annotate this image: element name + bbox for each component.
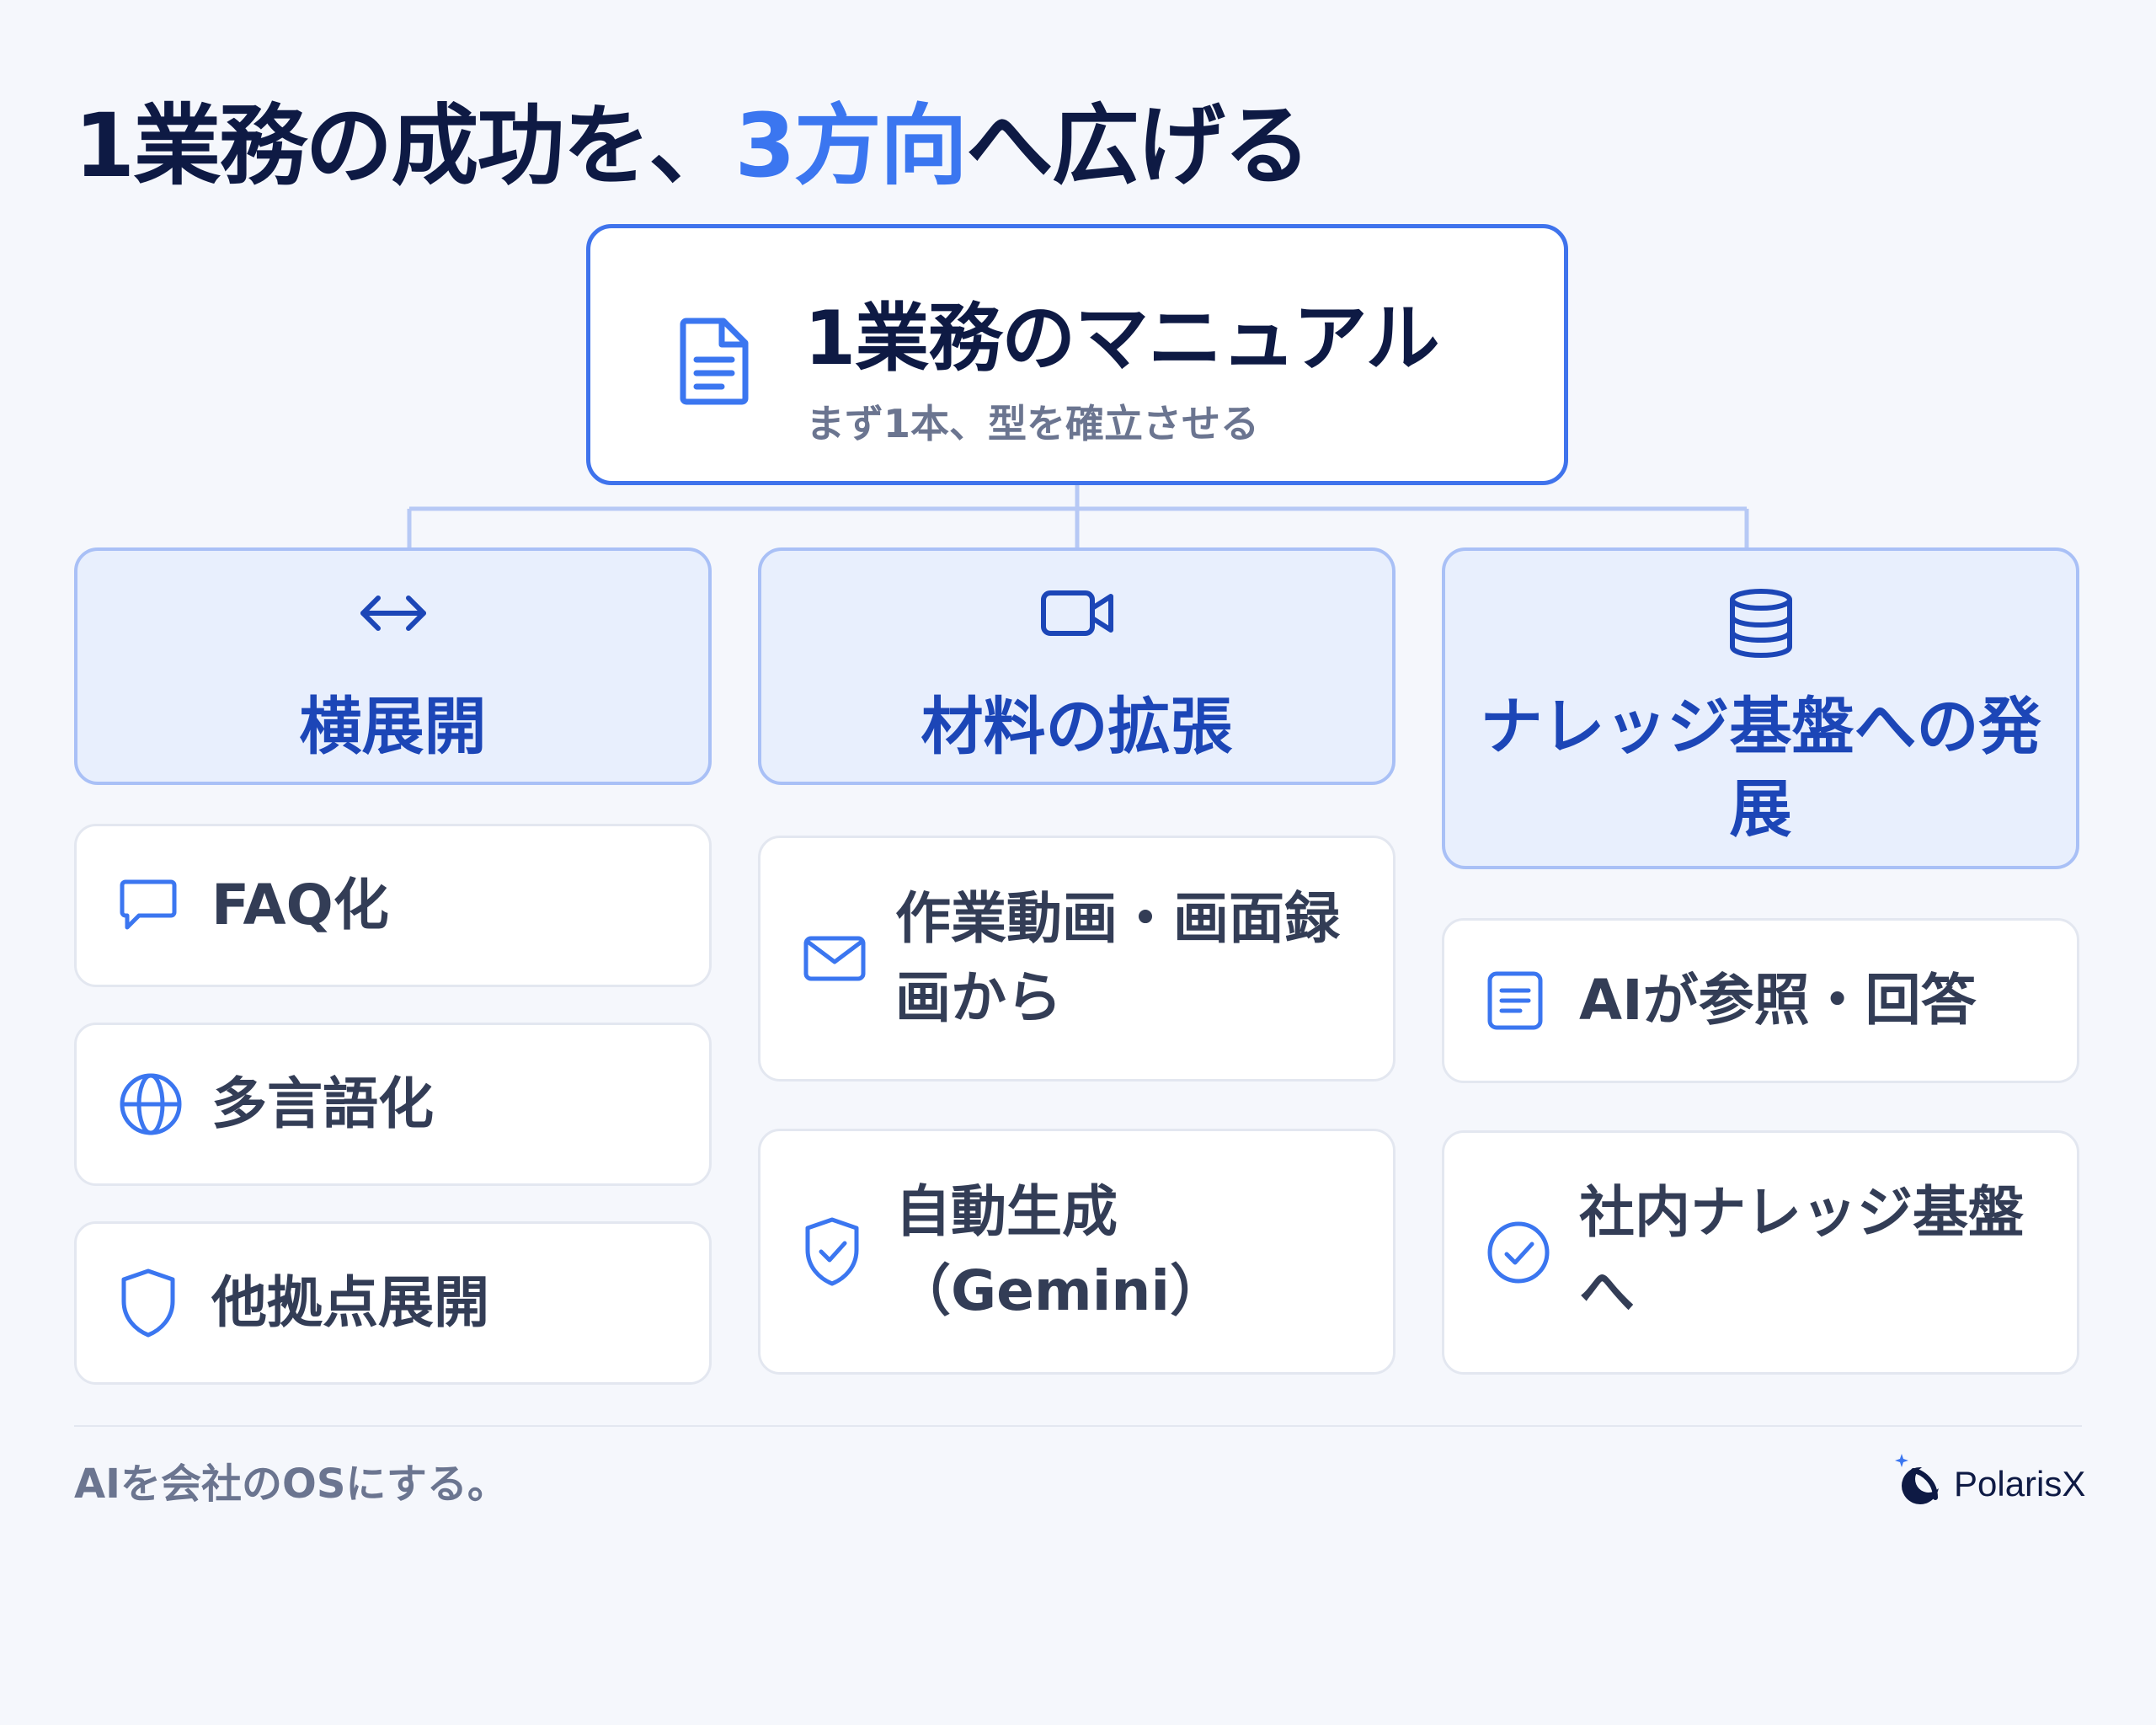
list-item-label: FAQ化 xyxy=(211,873,389,937)
column-title: 横展開 xyxy=(299,691,487,763)
mail-icon xyxy=(803,936,866,981)
list-item: 作業動画・画面録画から xyxy=(758,836,1396,1081)
list-item-label: 社内ナレッジ基盤へ xyxy=(1579,1180,2024,1324)
page-title: 1業務の成功を、3方向へ広げる xyxy=(74,74,1311,201)
list-item: 自動生成（Gemini） xyxy=(758,1129,1396,1375)
globe-icon xyxy=(120,1073,182,1135)
list-item-label: AIが参照・回答 xyxy=(1579,968,1977,1033)
list-item-label: 作業動画・画面録画から xyxy=(895,886,1340,1030)
check-circle-icon xyxy=(1487,1221,1550,1284)
list-item: 多言語化 xyxy=(74,1023,712,1186)
chat-icon xyxy=(120,879,177,930)
title-highlight: 3方向 xyxy=(734,94,967,197)
horizontal-arrows-icon xyxy=(360,595,426,631)
list-item: AIが参照・回答 xyxy=(1442,918,2079,1083)
database-icon xyxy=(1729,589,1792,659)
polarisx-logo-icon xyxy=(1895,1454,1942,1504)
footer-tagline: AIを会社のOSにする。 xyxy=(74,1461,508,1508)
root-node: 1業務のマニュアル まず1本、型を確立させる xyxy=(586,224,1568,485)
list-item: FAQ化 xyxy=(74,824,712,987)
root-title: 1業務のマニュアル xyxy=(804,295,1440,382)
title-after: へ広げる xyxy=(965,94,1311,197)
list-item-label: 多言語化 xyxy=(211,1071,434,1136)
shield-check-icon xyxy=(805,1217,859,1286)
text-document-icon xyxy=(1487,971,1543,1030)
document-icon xyxy=(680,318,749,405)
video-icon xyxy=(1040,590,1113,636)
root-subtitle: まず1本、型を確立させる xyxy=(806,401,1260,446)
brand-name: PolarisX xyxy=(1954,1464,2086,1503)
column-title: ナレッジ基盤への発展 xyxy=(1480,691,2041,846)
column-header-materials: 材料の拡張 xyxy=(758,547,1396,785)
shield-icon xyxy=(121,1268,175,1338)
column-title: 材料の拡張 xyxy=(921,691,1233,763)
list-item-label: 自動生成（Gemini） xyxy=(895,1179,1225,1323)
list-item-label: 他拠点展開 xyxy=(211,1270,489,1335)
column-header-knowledge: ナレッジ基盤への発展 xyxy=(1442,547,2079,869)
column-header-horizontal: 横展開 xyxy=(74,547,712,785)
footer-divider xyxy=(74,1425,2082,1427)
title-before: 1業務の成功を、 xyxy=(74,94,736,197)
list-item: 他拠点展開 xyxy=(74,1221,712,1385)
list-item: 社内ナレッジ基盤へ xyxy=(1442,1130,2079,1375)
